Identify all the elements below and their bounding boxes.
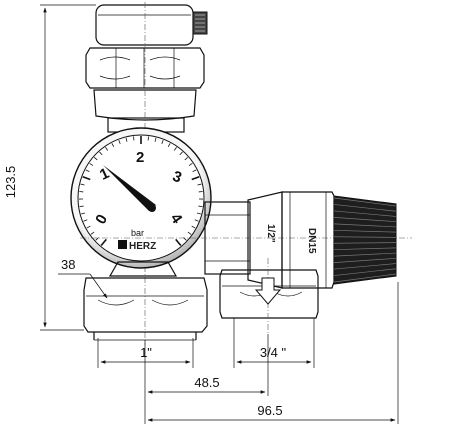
valve-marking-dn: DN15 <box>306 228 317 254</box>
gauge-tick <box>173 146 177 151</box>
gauge-tick <box>79 205 84 208</box>
flow-direction-arrow <box>254 277 282 305</box>
gauge-unit: bar <box>131 228 144 238</box>
gauge-tick <box>81 212 86 215</box>
cap-rib <box>333 273 397 283</box>
gauge-tick <box>194 219 199 222</box>
hex-nut-upper <box>85 47 205 89</box>
cap-rib <box>333 223 397 228</box>
dimension-height: 123.5 <box>3 4 96 331</box>
gauge-tick <box>167 143 171 147</box>
gauge-tick <box>154 137 157 142</box>
dimension-gauge-offset-label: 38 <box>61 257 75 272</box>
gauge-tick <box>191 176 200 181</box>
dimension-thread-left-label: 1" <box>140 345 152 360</box>
cap-rib <box>333 247 397 251</box>
cap-rib <box>333 204 397 212</box>
cap-rib <box>333 257 397 263</box>
gauge-tick <box>125 137 128 142</box>
brand-logo: HERZ <box>129 241 156 252</box>
dimension-center-distance: 48.5 <box>144 334 269 424</box>
cap-grip-ribs <box>333 197 397 283</box>
cap-rib <box>333 268 397 276</box>
cap-rib <box>333 242 397 244</box>
cap-rib <box>333 210 397 217</box>
dimension-thread-left: 1" <box>97 338 194 368</box>
gauge-tick <box>197 183 202 186</box>
gauge-tick <box>196 212 201 215</box>
gauge-tick <box>184 157 189 161</box>
gauge-tick <box>90 231 95 235</box>
gauge-tick <box>85 169 90 173</box>
gauge-tick <box>188 162 193 166</box>
pressure-gauge: 0 1 2 3 4 bar HERZ <box>70 127 212 269</box>
gauge-tick <box>86 225 91 229</box>
gauge-tick <box>191 225 196 229</box>
air-vent-cap <box>95 4 208 46</box>
brand-logo-mark <box>118 240 127 249</box>
cap-rib <box>333 217 397 223</box>
cap-rib <box>333 252 397 257</box>
cap-rib <box>333 263 397 270</box>
gauge-tick <box>192 169 197 173</box>
gauge-tick-marks <box>79 136 203 247</box>
cap-rib <box>333 236 397 238</box>
gauge-tick <box>93 157 98 161</box>
cap-rib <box>333 197 397 207</box>
gauge-label-2: 2 <box>136 149 144 166</box>
gauge-tick <box>82 176 91 181</box>
dimension-thread-right-label: 3/4 " <box>260 345 287 360</box>
gauge-tick <box>118 139 121 144</box>
cap-rib <box>333 229 397 233</box>
gauge-tick <box>80 183 85 186</box>
gauge-tick <box>111 143 115 147</box>
gauge-tick <box>198 205 203 208</box>
gauge-tick <box>89 162 94 166</box>
gauge-tick <box>83 219 88 222</box>
gauge-tick <box>95 237 99 241</box>
dimension-center-distance-label: 48.5 <box>194 375 219 390</box>
valve-marking-size: 1/2" <box>265 224 276 243</box>
dimension-thread-right: 3/4 " <box>233 318 315 368</box>
safety-valve-cap <box>333 195 397 285</box>
outlet-connection <box>219 258 319 334</box>
dimension-height-label: 123.5 <box>3 166 18 199</box>
gauge-tick <box>105 146 109 151</box>
connection-nut-left <box>83 277 208 341</box>
safety-valve-body: 1/2" DN15 <box>247 191 335 289</box>
gauge-tick <box>161 139 164 144</box>
dimension-gauge-offset: 38 <box>58 257 108 299</box>
dimension-total-width: 96.5 <box>147 282 399 424</box>
gauge-tick <box>99 151 103 156</box>
dimension-total-width-label: 96.5 <box>257 403 282 418</box>
gauge-tick <box>175 238 182 247</box>
gauge-tick <box>187 231 192 235</box>
gauge-needle <box>103 165 156 212</box>
gauge-tick <box>100 238 107 247</box>
gauge-tick <box>179 151 183 156</box>
